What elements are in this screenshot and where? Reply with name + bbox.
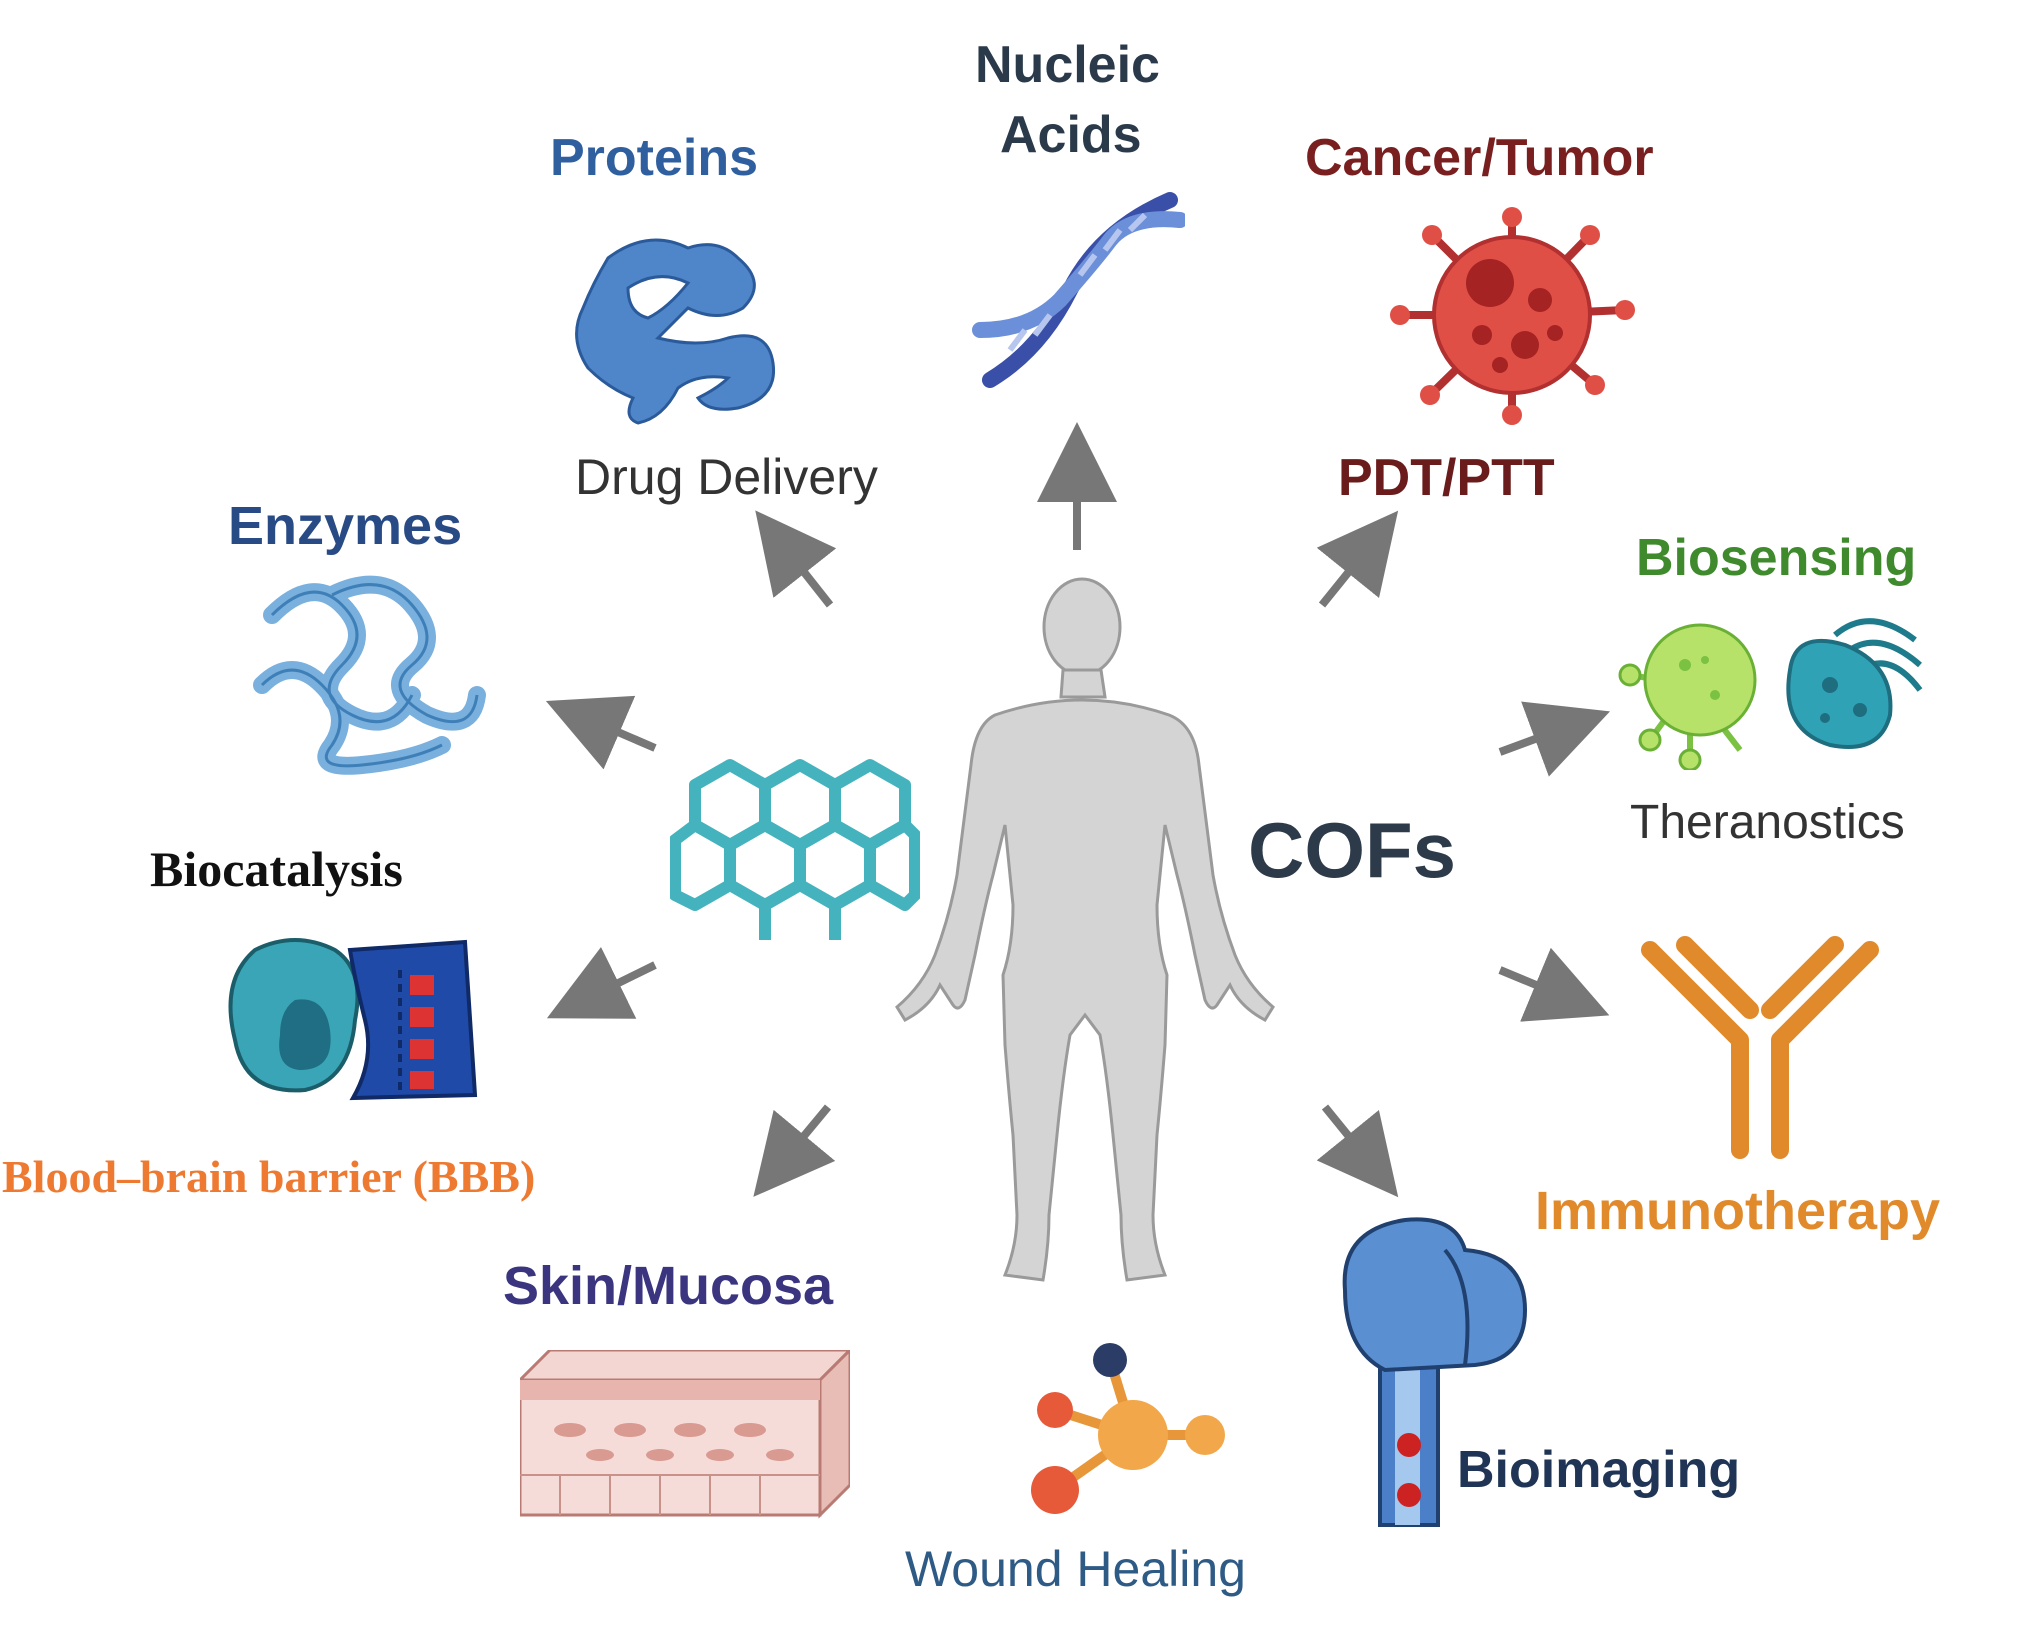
arrow-enzymes	[545, 695, 657, 770]
virus-icon	[1618, 623, 1757, 770]
bbb-label: Blood–brain barrier (BBB)	[2, 1151, 536, 1202]
arrow-bioimaging	[1316, 1104, 1399, 1198]
antibody-icon	[1641, 936, 1879, 1159]
arrow-skin	[753, 1104, 836, 1197]
bacteria-icon	[1786, 618, 1923, 749]
human-body-icon	[895, 577, 1275, 1282]
theranostics-label: Theranostics	[1630, 796, 1905, 849]
enzyme-coil-icon	[253, 575, 486, 775]
nucleic-acids-label-line2: Acids	[1000, 106, 1142, 164]
skin-layers-icon	[520, 1350, 850, 1519]
arrow-drug-delivery	[755, 510, 837, 608]
biocatalysis-label: Biocatalysis	[150, 841, 403, 897]
immunotherapy-label: Immunotherapy	[1535, 1181, 1941, 1241]
skin-mucosa-label: Skin/Mucosa	[503, 1256, 834, 1316]
cancer-tumor-label: Cancer/Tumor	[1305, 129, 1654, 187]
protein-ribbon-icon	[575, 238, 776, 425]
arrow-immunotherapy	[1498, 947, 1610, 1022]
blood-brain-barrier-icon	[228, 938, 478, 1101]
dna-helix-icon	[972, 192, 1185, 388]
tumor-cell-icon	[1390, 207, 1635, 425]
wound-healing-label: Wound Healing	[905, 1541, 1246, 1597]
cofs-label: COFs	[1248, 806, 1457, 894]
arrow-theranostics	[1498, 701, 1611, 777]
enzymes-label: Enzymes	[228, 496, 463, 556]
bioimaging-label: Bioimaging	[1457, 1441, 1741, 1499]
cof-lattice-icon	[670, 759, 920, 940]
arrow-bbb	[546, 946, 657, 1019]
molecule-icon	[1031, 1343, 1225, 1514]
nucleic-acids-label-line1: Nucleic	[975, 36, 1160, 94]
arrow-pdt-ptt	[1316, 510, 1399, 608]
proteins-label: Proteins	[550, 129, 759, 187]
drug-delivery-label: Drug Delivery	[575, 449, 878, 505]
biosensing-label: Biosensing	[1636, 529, 1917, 587]
brain-icon	[1342, 1217, 1528, 1527]
pdt-ptt-label: PDT/PTT	[1338, 449, 1555, 507]
